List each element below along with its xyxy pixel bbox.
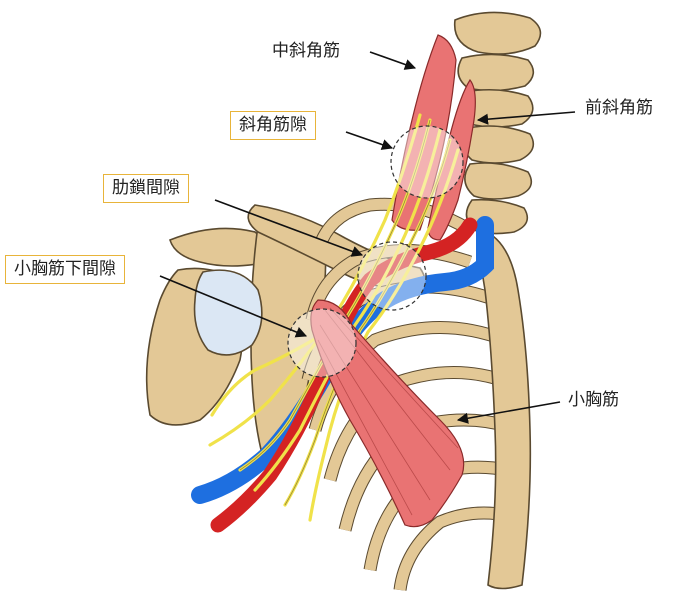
costoclavicular-gap-circle	[357, 241, 427, 311]
leader-lines	[159, 51, 576, 424]
label-costoclavicular-gap: 肋鎖間隙	[103, 174, 189, 203]
label-subpectoral-gap: 小胸筋下間隙	[5, 255, 125, 284]
label-scalene-gap: 斜角筋隙	[230, 111, 316, 140]
scalene-gap-circle	[390, 125, 464, 199]
label-pectoralis-minor: 小胸筋	[568, 390, 619, 410]
label-anterior-scalene: 前斜角筋	[585, 98, 653, 118]
middle-scalene-muscle	[391, 34, 457, 231]
rib-band	[309, 322, 507, 432]
subpectoral-gap-circle	[287, 308, 357, 378]
gap-highlights	[287, 125, 464, 378]
humeral-head	[193, 269, 263, 356]
sternum-costal-cartilage	[479, 228, 532, 590]
pectoralis-minor-muscle	[310, 299, 465, 528]
pectoralis-minor-fibers	[317, 307, 459, 516]
label-middle-scalene: 中斜角筋	[272, 41, 340, 61]
cervical-spine	[453, 11, 542, 235]
